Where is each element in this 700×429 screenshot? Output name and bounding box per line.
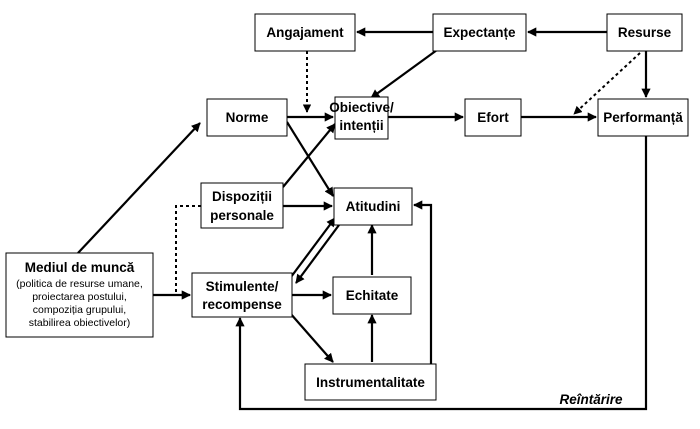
- node-expectante: Expectanțe: [432, 13, 527, 52]
- edge-resurse-efort-performanta-dotted: [573, 52, 641, 115]
- node-obiective: Obiective/ intenții: [329, 96, 394, 140]
- mediu-detail-line4: stabilirea obiectivelor): [29, 317, 131, 329]
- instrumentalitate-label: Instrumentalitate: [316, 375, 425, 390]
- edge-atitudini-stimulente: [295, 224, 340, 284]
- edge-stimulente-instrumentalitate: [289, 312, 334, 363]
- edges: [77, 27, 651, 411]
- node-mediu-de-munca: Mediul de muncă (politica de resurse uma…: [5, 252, 154, 338]
- mediu-detail-line1: (politica de resurse umane,: [16, 278, 143, 290]
- mediu-detail-line3: compoziția grupului,: [33, 304, 126, 316]
- dispozitii-label-line2: personale: [210, 208, 274, 223]
- node-instrumentalitate: Instrumentalitate: [304, 363, 437, 401]
- resurse-label: Resurse: [618, 25, 672, 40]
- stimulente-label-line2: recompense: [202, 297, 282, 312]
- echitate-label: Echitate: [346, 288, 399, 303]
- node-norme: Norme: [206, 98, 288, 137]
- edge-norme-atitudini: [286, 121, 334, 197]
- edge-expectante-obiective: [370, 49, 438, 99]
- efort-label: Efort: [477, 110, 509, 125]
- node-atitudini: Atitudini: [333, 187, 413, 226]
- obiective-label-line1: Obiective/: [329, 100, 394, 115]
- node-performanta: Performanță: [597, 98, 689, 137]
- mediu-detail-line2: proiectarea postului,: [32, 291, 127, 303]
- angajament-label: Angajament: [266, 25, 344, 40]
- stimulente-label-line1: Stimulente/: [206, 279, 279, 294]
- performanta-label: Performanță: [603, 110, 683, 125]
- node-efort: Efort: [464, 98, 522, 137]
- edge-stimulente-atitudini: [290, 217, 336, 278]
- edge-reintarire-feedback: [235, 135, 648, 411]
- norme-label: Norme: [226, 110, 269, 125]
- edge-instrumentalitate-atitudini: [413, 200, 433, 366]
- node-echitate: Echitate: [332, 276, 412, 315]
- expectante-label: Expectanțe: [443, 25, 516, 40]
- node-dispozitii: Dispoziții personale: [200, 182, 284, 229]
- node-resurse: Resurse: [606, 13, 683, 52]
- obiective-label-line2: intenții: [339, 118, 383, 133]
- node-stimulente: Stimulente/ recompense: [191, 272, 293, 318]
- atitudini-label: Atitudini: [346, 199, 401, 214]
- mediu-title: Mediul de muncă: [25, 260, 135, 275]
- reintarire-label: Reîntărire: [559, 392, 623, 407]
- node-angajament: Angajament: [254, 13, 356, 52]
- edge-dispozitii-obiective: [282, 123, 336, 188]
- edge-mediu-norme: [77, 122, 201, 254]
- dispozitii-label-line1: Dispoziții: [212, 189, 272, 204]
